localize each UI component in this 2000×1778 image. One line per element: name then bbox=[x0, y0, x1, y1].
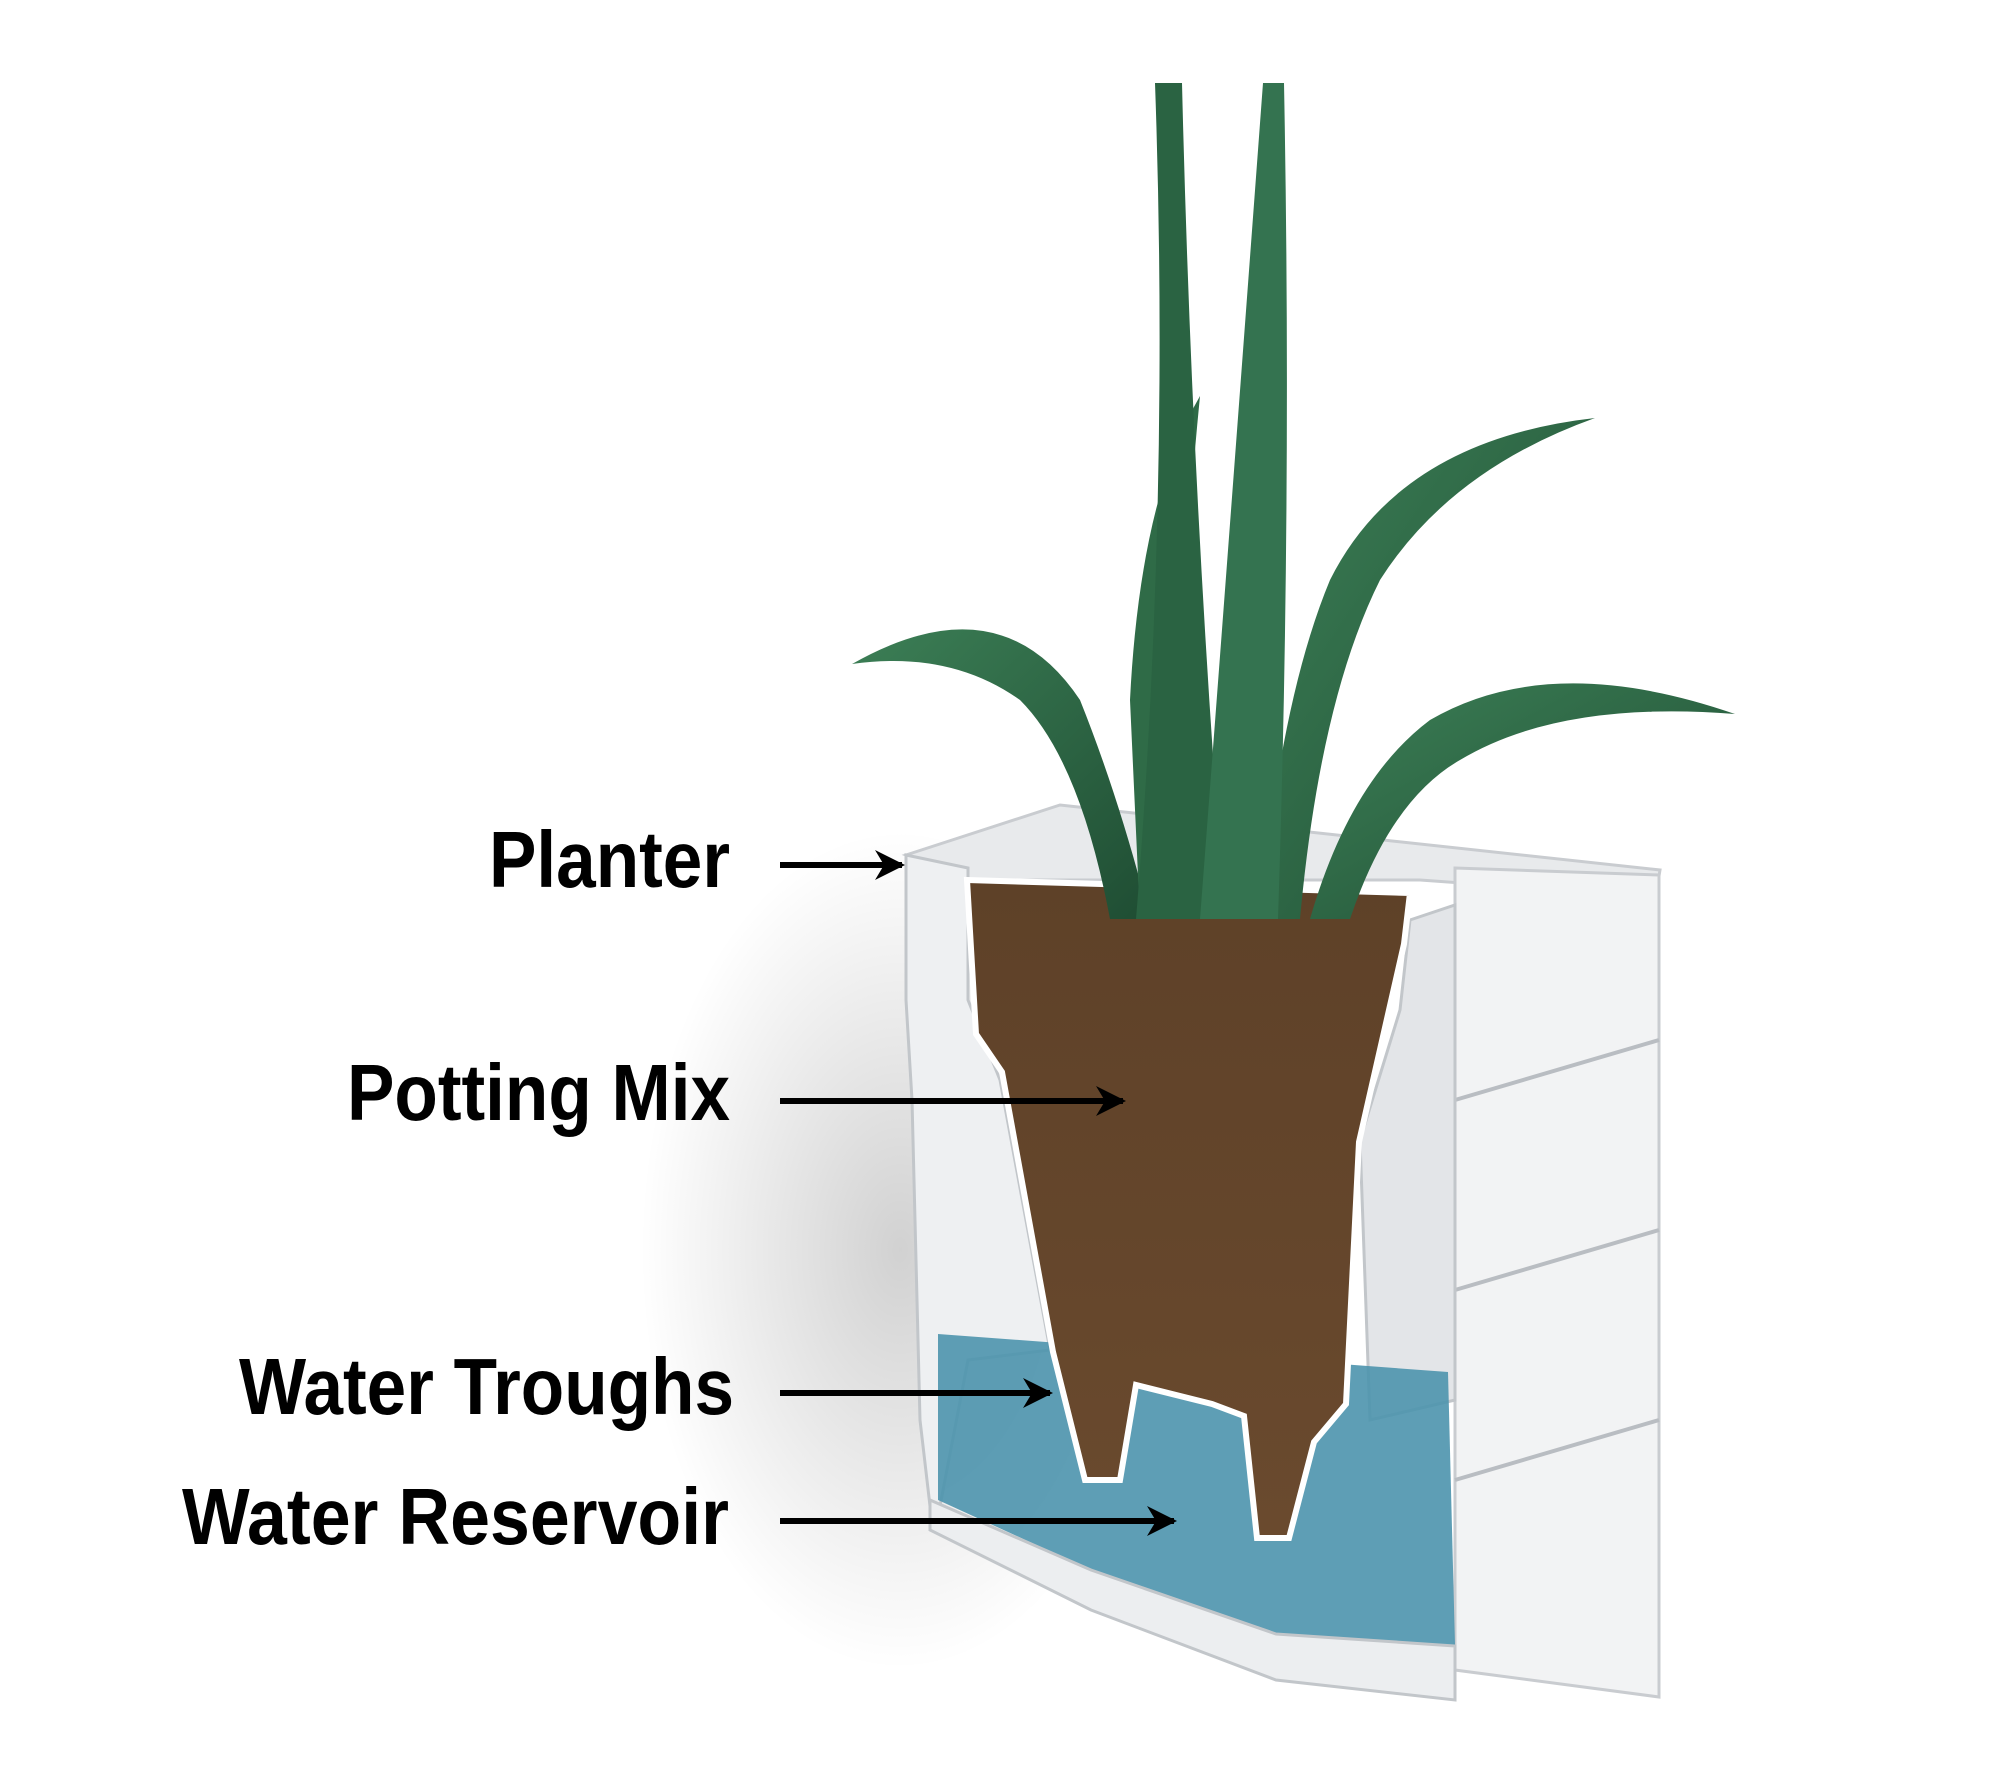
leaf bbox=[1310, 683, 1735, 919]
label-potting-mix: Potting Mix bbox=[347, 1048, 730, 1137]
arrows bbox=[780, 850, 1177, 1536]
labels: Planter Potting Mix Water Troughs Water … bbox=[182, 815, 734, 1561]
leaf bbox=[1200, 83, 1287, 919]
leaf bbox=[852, 629, 1150, 919]
leaf bbox=[1136, 83, 1225, 919]
plant bbox=[852, 83, 1735, 919]
potting-mix bbox=[963, 876, 1414, 1541]
leaf bbox=[1260, 418, 1595, 919]
label-water-reservoir: Water Reservoir bbox=[182, 1472, 729, 1561]
planter bbox=[901, 803, 1662, 1702]
planter-ribs bbox=[1454, 1038, 1660, 1482]
planter-base bbox=[928, 1497, 1457, 1702]
planter-right-face bbox=[1453, 866, 1661, 1699]
label-water-troughs: Water Troughs bbox=[239, 1342, 734, 1431]
label-planter: Planter bbox=[489, 815, 730, 904]
